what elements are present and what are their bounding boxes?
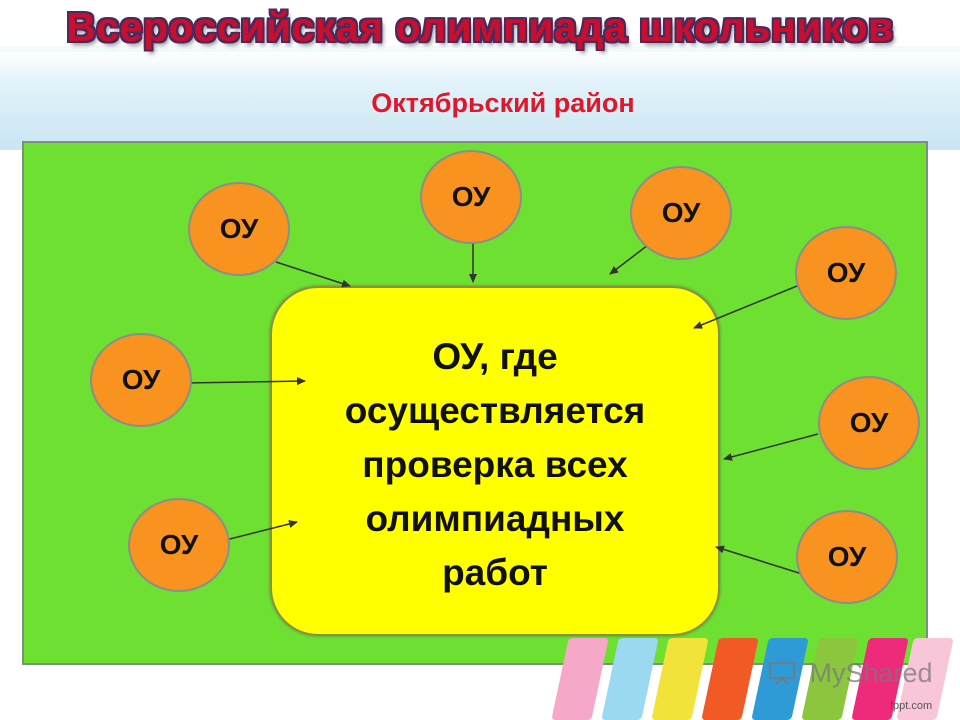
center-line-5: работ [442,552,548,593]
center-line-1: ОУ, где [432,336,558,377]
school-node-6: ОУ [818,376,920,470]
watermark-text: MyShared [809,658,933,688]
school-node-4: ОУ [795,226,897,320]
central-school-box [270,286,720,636]
school-node-8: ОУ [796,510,898,604]
center-line-3: проверка всех [362,444,628,485]
school-node-5: ОУ [90,333,192,427]
header-shine [0,52,960,82]
template-credit: fppt.com [890,700,933,712]
center-line-2: осуществляется [344,390,646,431]
school-node-1: ОУ [188,182,290,276]
central-school-text: ОУ, где осуществляется проверка всех оли… [270,330,720,600]
presentation-board-icon [768,661,796,685]
school-node-3: ОУ [630,166,732,260]
district-subtitle: Октябрьский район [371,88,635,118]
main-title: Всероссийская олимпиада школьников [66,4,894,50]
school-node-2: ОУ [420,150,522,244]
myshared-watermark: MyShared [768,658,933,690]
school-node-7: ОУ [128,498,230,592]
center-line-4: олимпиадных [365,498,625,539]
